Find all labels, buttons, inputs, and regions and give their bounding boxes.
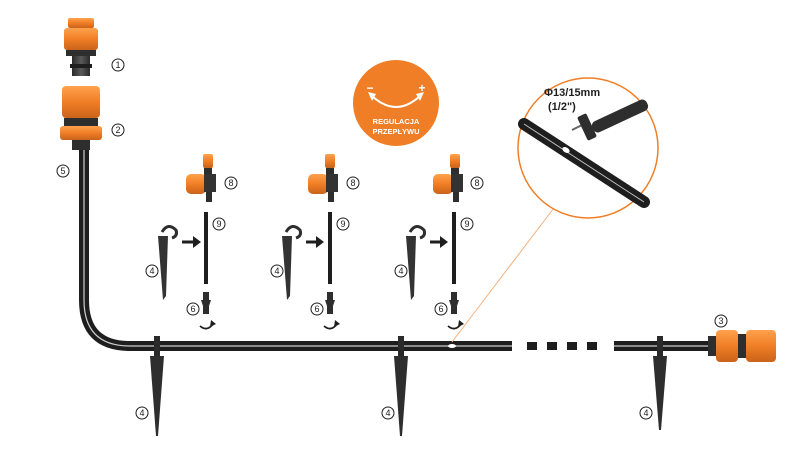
barb-fitting-zoom — [571, 99, 649, 141]
drip-set-3 — [406, 154, 464, 330]
badge-line-1: REGULACJA — [373, 117, 420, 126]
callout-9: 9 — [212, 217, 226, 231]
tube-stake — [406, 225, 426, 300]
stake — [394, 336, 408, 436]
stake — [150, 336, 164, 436]
callout-5: 5 — [56, 164, 70, 178]
tube-stake — [158, 225, 178, 300]
callout-4-text: 4 — [385, 408, 390, 418]
callout-4: 4 — [145, 264, 159, 278]
barb-connector — [201, 292, 211, 314]
callout-3-text: 3 — [718, 316, 723, 326]
callout-9-text: 9 — [216, 219, 221, 229]
callout-6: 6 — [434, 302, 448, 316]
spec-diameter: Φ13/15mm — [544, 87, 600, 99]
callout-4: 4 — [381, 406, 395, 420]
callout-9-text: 9 — [340, 219, 345, 229]
callout-6-text: 6 — [190, 304, 195, 314]
callout-9-text: 9 — [464, 219, 469, 229]
drip-set-1 — [158, 154, 216, 330]
arrow-right — [430, 236, 448, 248]
callout-8-text: 8 — [228, 178, 233, 188]
stake — [653, 336, 667, 430]
badge-plus: + — [418, 81, 425, 95]
callout-6-text: 6 — [438, 304, 443, 314]
main-line-stakes — [150, 336, 667, 436]
tap-connector — [64, 18, 98, 76]
callout-4: 4 — [394, 264, 408, 278]
callout-2: 2 — [111, 123, 125, 137]
callout-8: 8 — [470, 176, 484, 190]
end-cap-connector — [708, 330, 776, 362]
barb-connector — [325, 292, 335, 314]
dripper — [308, 154, 338, 202]
callout-4-text: 4 — [398, 266, 403, 276]
hose-continuation-dashes — [527, 342, 597, 350]
badge-line-2: PRZEPŁYWU — [372, 127, 419, 136]
callout-8-text: 8 — [474, 178, 479, 188]
flow-regulation-badge: − + REGULACJA PRZEPŁYWU — [353, 60, 439, 146]
callout-4: 4 — [639, 406, 653, 420]
dripper — [433, 154, 463, 202]
callout-8-text: 8 — [350, 178, 355, 188]
spec-inch: (1/2") — [548, 101, 576, 113]
callout-9: 9 — [460, 217, 474, 231]
dripper — [186, 154, 216, 202]
callout-8: 8 — [346, 176, 360, 190]
callout-4-text: 4 — [274, 266, 279, 276]
tube-stake — [282, 225, 302, 300]
arrow-right — [182, 236, 201, 248]
callout-8: 8 — [224, 176, 238, 190]
hose-connector — [60, 86, 102, 150]
drip-set-2 — [282, 154, 340, 330]
callout-5-text: 5 — [60, 166, 65, 176]
callout-2-text: 2 — [115, 125, 120, 135]
callout-4: 4 — [270, 264, 284, 278]
arrow-right — [306, 236, 324, 248]
callout-1-text: 1 — [115, 60, 120, 70]
callout-3: 3 — [714, 314, 728, 328]
callout-4-text: 4 — [643, 408, 648, 418]
callout-6: 6 — [310, 302, 324, 316]
callout-9: 9 — [336, 217, 350, 231]
micro-tube — [452, 212, 456, 284]
callout-numbers: 1 2 3 5 8 9 4 6 — [56, 58, 728, 420]
callout-4-text: 4 — [149, 266, 154, 276]
barb-connector — [449, 292, 459, 314]
callout-6-text: 6 — [314, 304, 319, 314]
zoom-detail: Φ13/15mm (1/2") — [451, 77, 659, 343]
callout-1: 1 — [111, 58, 125, 72]
zoom-leader-line — [451, 199, 561, 343]
callout-6: 6 — [186, 302, 200, 316]
micro-tube — [204, 212, 208, 284]
micro-tube — [328, 212, 332, 284]
callout-4: 4 — [135, 406, 149, 420]
callout-4-text: 4 — [139, 408, 144, 418]
badge-minus: − — [366, 81, 373, 95]
